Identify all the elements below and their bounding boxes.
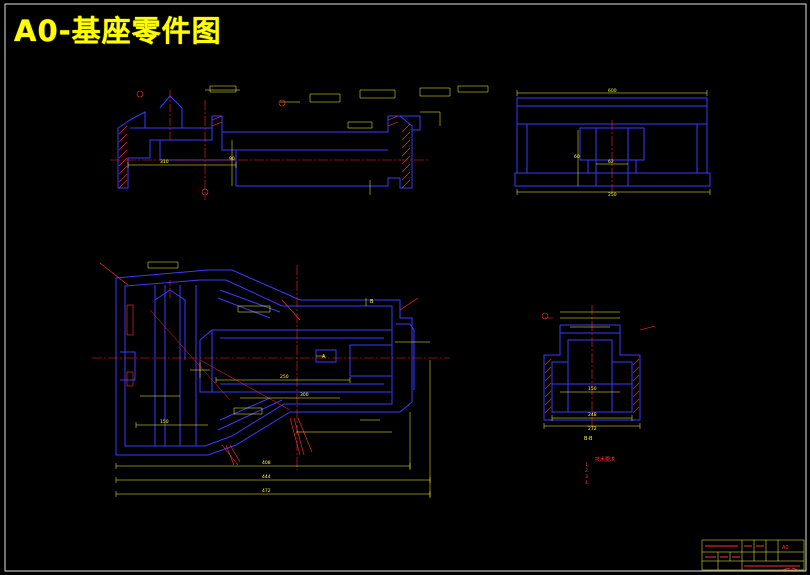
dim-250-b: 250 [280, 374, 289, 380]
dim-310: 310 [160, 159, 169, 165]
dim-150-bb: 150 [588, 386, 597, 392]
dim-62: 62 [608, 159, 614, 165]
marker-a: A [322, 354, 326, 360]
dim-90: 90 [229, 156, 235, 162]
tech-note-3: 3. [585, 475, 590, 480]
drawing-frame [4, 3, 807, 572]
section-bb-label: B-B [584, 436, 593, 442]
dim-472: 472 [262, 488, 271, 494]
dim-272: 272 [588, 426, 597, 432]
title-block-scale: A0 [782, 545, 789, 551]
dim-600: 600 [608, 88, 617, 94]
dim-444: 444 [262, 474, 271, 480]
view-top-right: 600 60 62 250 [514, 88, 711, 198]
technical-notes: 技术要求 1. 2. 3. 4. [585, 457, 675, 487]
tech-notes-heading: 技术要求 [595, 457, 616, 463]
dim-408: 408 [262, 460, 271, 466]
view-bottom-left: 300 250 150 408 444 472 A B [92, 261, 450, 498]
dim-300: 300 [300, 392, 309, 398]
view-bottom-right: 150 248 272 B-B [541, 305, 656, 442]
marker-b: B [370, 299, 374, 305]
title-block-text-marks [705, 545, 800, 571]
tech-note-4: 4. [585, 481, 590, 486]
tech-note-2: 2. [585, 469, 590, 474]
dim-250: 250 [608, 192, 617, 198]
view-top-left: 310 90 [110, 85, 489, 200]
dim-150: 150 [160, 419, 169, 425]
dim-248: 248 [588, 412, 597, 418]
dim-60: 60 [574, 154, 580, 160]
title-block [701, 539, 805, 571]
drawing-title: A0-基座零件图 [14, 14, 222, 48]
tech-note-1: 1. [585, 463, 590, 468]
